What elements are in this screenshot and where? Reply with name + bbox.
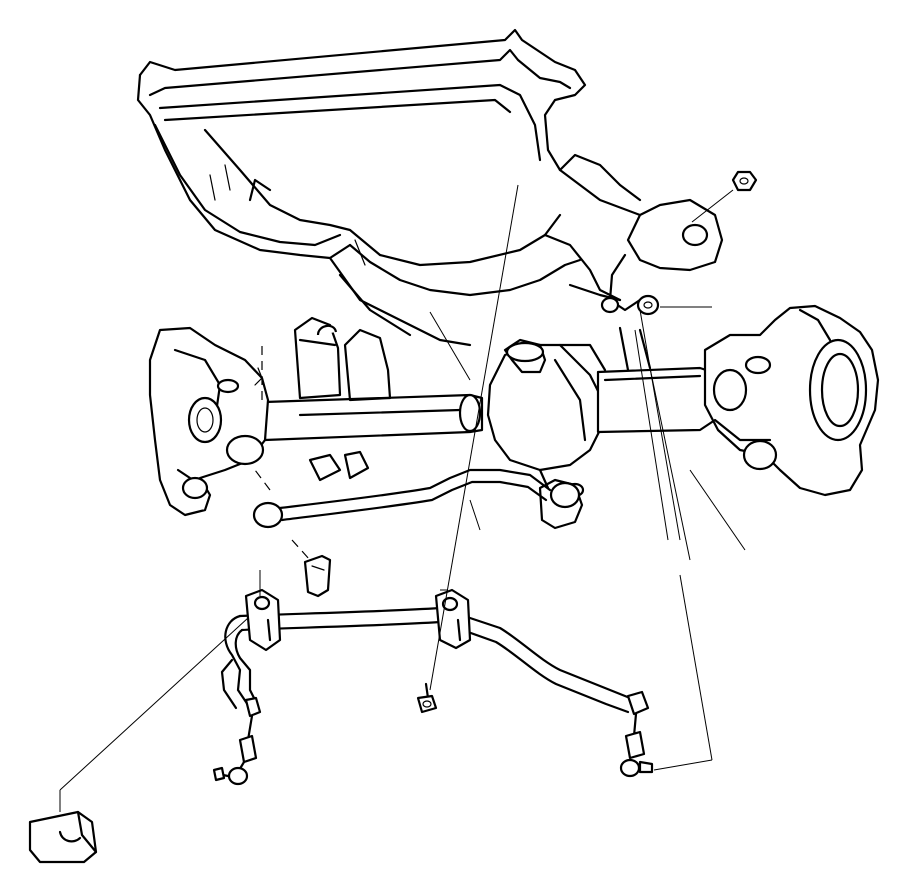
stabilizer-bar xyxy=(220,606,632,714)
stabilizer-link-right xyxy=(619,690,654,778)
stabilizer-bar-bushing xyxy=(28,810,98,864)
right-steering-knuckle xyxy=(703,304,880,497)
stabilizer-link xyxy=(216,696,262,786)
stabilizer-bar-bracket xyxy=(244,588,282,652)
upper-mount-nut xyxy=(691,170,758,223)
upper-shock-mount xyxy=(568,198,724,316)
leader-lines xyxy=(59,184,746,812)
bracket-bolt xyxy=(416,682,438,714)
installed-stabilizer-bar xyxy=(252,468,581,598)
front-crossmember-frame xyxy=(136,28,642,347)
left-steering-knuckle xyxy=(148,326,270,517)
link-nut xyxy=(212,766,226,782)
front-axle-assembly xyxy=(263,316,717,530)
stabilizer-bar-bracket-2 xyxy=(434,588,472,650)
